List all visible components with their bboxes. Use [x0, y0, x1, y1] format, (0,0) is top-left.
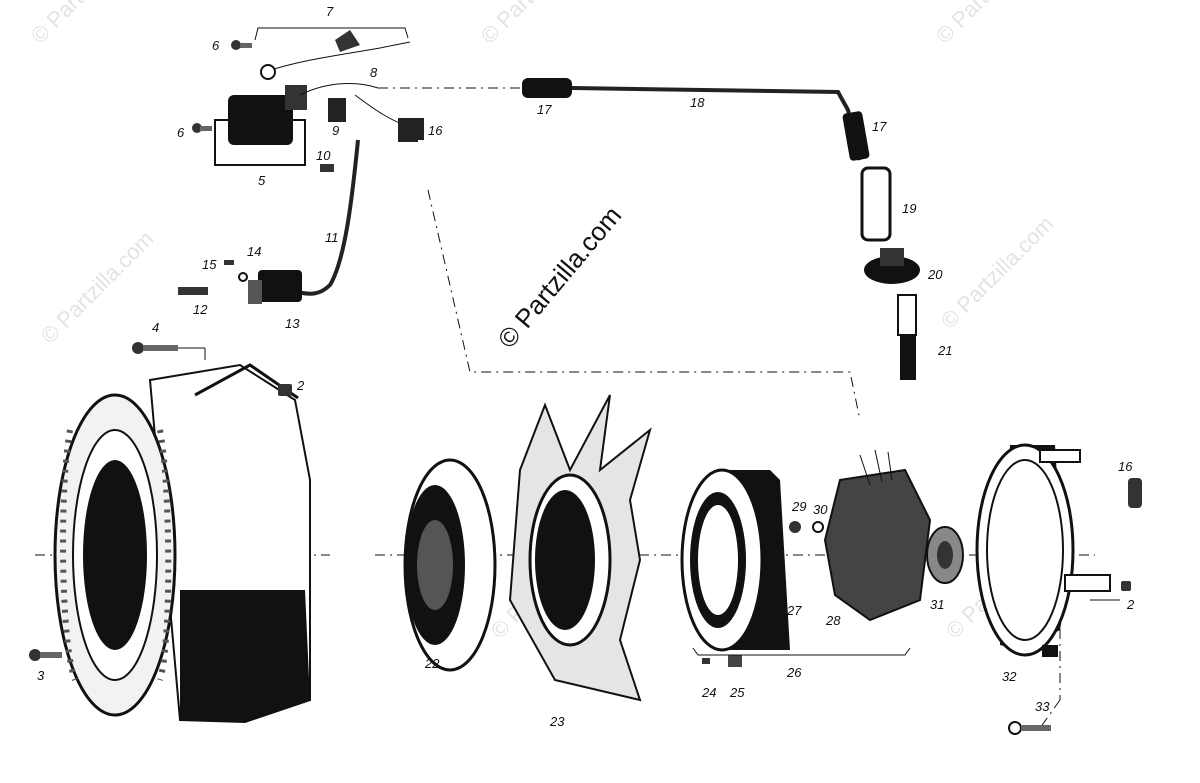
spark-plug — [897, 294, 917, 380]
screw-24-25 — [702, 655, 742, 667]
callout-29: 29 — [791, 499, 806, 514]
callout-19: 19 — [902, 201, 916, 216]
callout-18: 18 — [690, 95, 705, 110]
callout-30: 30 — [813, 502, 828, 517]
watermark-tile: © Partzilla.com — [476, 0, 599, 49]
screw-29-30 — [789, 521, 824, 533]
callout-17: 17 — [537, 102, 552, 117]
cam — [926, 526, 964, 584]
callout-17: 17 — [872, 119, 887, 134]
bracket — [178, 287, 208, 295]
screw-top — [231, 40, 252, 50]
callout-8: 8 — [370, 65, 378, 80]
switch — [248, 270, 302, 304]
fan-wheel — [508, 394, 652, 702]
watermark-tile: © Partzilla.com — [36, 226, 159, 349]
ignition-coil — [214, 85, 307, 166]
bolt-bottom — [1008, 721, 1051, 735]
magnet-ring — [680, 468, 790, 652]
leader-lines — [204, 348, 1120, 601]
spark-plug-connector — [860, 166, 892, 242]
callout-21: 21 — [937, 343, 952, 358]
callout-2: 2 — [1126, 597, 1135, 612]
callout-20: 20 — [927, 267, 943, 282]
cover — [975, 443, 1111, 657]
ground-wire — [254, 27, 411, 80]
callout-32: 32 — [1002, 669, 1017, 684]
watermark-tile: © Partzilla.com — [936, 211, 1059, 334]
callout-33: 33 — [1035, 699, 1050, 714]
callout-5: 5 — [258, 173, 266, 188]
ignition-cable — [522, 78, 870, 161]
callout-7: 7 — [326, 4, 334, 19]
clamp — [320, 164, 334, 172]
callout-16: 16 — [428, 123, 443, 138]
callout-6: 6 — [212, 38, 220, 53]
callout-6: 6 — [177, 125, 185, 140]
callout-12: 12 — [193, 302, 208, 317]
bolt-top — [132, 342, 205, 354]
callout-15: 15 — [202, 257, 217, 272]
callout-10: 10 — [316, 148, 331, 163]
callout-16: 16 — [1118, 459, 1133, 474]
callout-24: 24 — [701, 685, 716, 700]
callout-14: 14 — [247, 244, 261, 259]
cable-harness — [299, 83, 418, 142]
watermark-tile: © Partzilla.com — [931, 0, 1054, 49]
screw-small — [224, 260, 234, 265]
callout-11: 11 — [325, 230, 339, 245]
callout-25: 25 — [729, 685, 745, 700]
nut-left — [278, 384, 292, 396]
fan-housing — [53, 363, 311, 724]
flywheel — [403, 458, 497, 672]
stator-assembly-bracket — [692, 647, 911, 656]
callout-28: 28 — [825, 613, 841, 628]
cable — [297, 139, 360, 296]
callout-22: 22 — [424, 656, 440, 671]
watermark-main: © Partzilla.com — [492, 200, 628, 353]
screw-left — [192, 123, 212, 133]
grommet-right — [1128, 478, 1142, 508]
callout-3: 3 — [37, 668, 45, 683]
callouts: 1 2 2 3 4 5 6 6 7 8 9 10 11 12 13 14 15 … — [37, 4, 1135, 729]
callout-13: 13 — [285, 316, 300, 331]
callout-23: 23 — [549, 714, 565, 729]
callout-4: 4 — [152, 320, 159, 335]
callout-2: 2 — [296, 378, 305, 393]
callout-26: 26 — [786, 665, 802, 680]
callout-9: 9 — [332, 123, 339, 138]
callout-27: 27 — [786, 603, 802, 618]
callout-31: 31 — [930, 597, 944, 612]
watermark-tile: © Partzilla.com — [26, 0, 149, 49]
suppressor-cap — [864, 248, 920, 284]
nut-right — [1121, 581, 1131, 591]
callout-1: 1 — [295, 680, 302, 695]
bolt-left — [29, 649, 62, 661]
washer-small — [238, 272, 248, 282]
grommet-top — [410, 118, 424, 140]
clip — [328, 98, 346, 122]
base-plate — [823, 449, 932, 622]
